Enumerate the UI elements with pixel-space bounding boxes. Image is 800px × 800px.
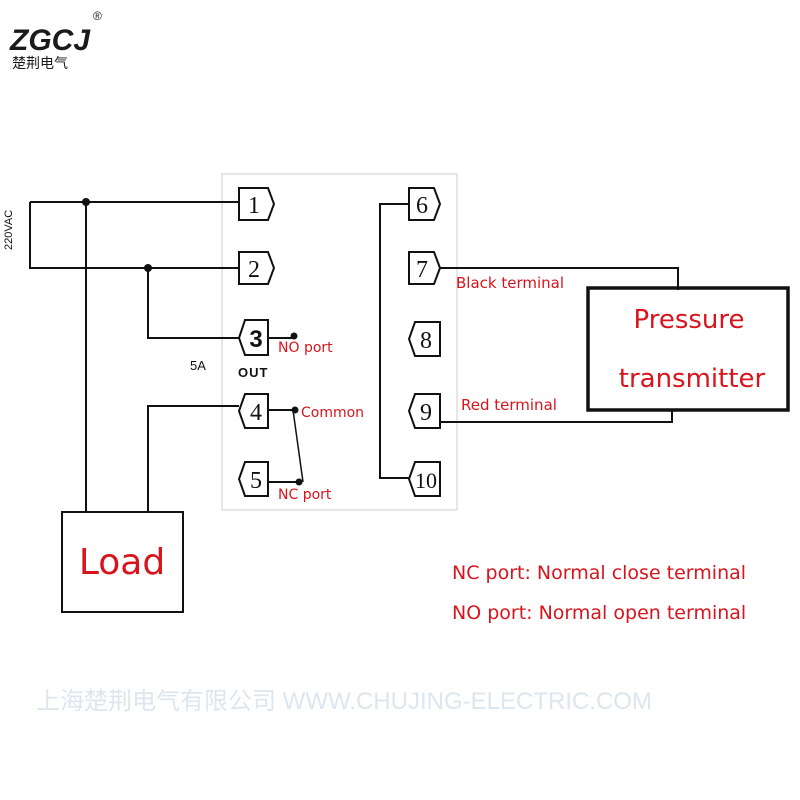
terminal-9-label: 9 [420,400,432,426]
watermark: 上海楚荆电气有限公司 WWW.CHUJING-ELECTRIC.COM [36,688,652,715]
common-load-wire [147,405,239,512]
terminal-1 [238,187,276,221]
legend-no: NO port: Normal open terminal [452,602,746,624]
black-terminal-wire [440,267,679,290]
left-terminals [237,187,276,497]
supply-voltage-label: 220VAC [3,210,15,250]
terminal-3 [237,319,269,356]
wires [29,201,790,613]
nc-port-label: NC port [278,487,332,503]
black-terminal-label: Black terminal [456,274,564,292]
switch-arm [292,409,304,483]
terminal-2-label: 2 [248,257,260,283]
junctions [82,198,303,486]
terminal-5 [237,461,269,497]
terminal-8 [407,321,441,357]
logo-subtitle: 楚荆电气 [12,56,68,72]
right-terminals [407,187,442,497]
terminal-5-label: 5 [250,468,262,494]
load-box [61,511,184,613]
jumper-wire-6-10 [379,203,409,479]
logo: ZGCJ ® 楚荆电气 [9,9,102,72]
logo-brand: ZGCJ [9,24,91,57]
red-terminal-label: Red terminal [461,396,557,414]
terminal-6 [408,187,442,221]
pressure-transmitter-line2: transmitter [619,364,766,394]
terminal-numbers: 1 2 3 4 5 6 7 8 9 10 [248,193,437,494]
jumper-wire-2-3 [147,268,239,339]
logo-registered-mark: ® [93,9,102,23]
supply-wire-bottom [29,202,239,269]
out-label: OUT [238,365,268,380]
terminal-9 [407,393,441,429]
no-port-label: NO port [278,340,333,356]
terminal-7-label: 7 [416,257,428,283]
junction-dot [82,198,90,206]
pressure-transmitter-line1: Pressure [633,305,744,335]
port-labels: NO port Common NC port Black terminal Re… [278,274,564,503]
terminal-3-label: 3 [249,326,262,353]
pressure-transmitter-text: Pressure transmitter [619,305,766,394]
common-label: Common [301,405,364,421]
pressure-transmitter-box [586,286,790,412]
legend: NC port: Normal close terminal NO port: … [452,562,746,624]
legend-nc: NC port: Normal close terminal [452,562,746,584]
load-label: Load [79,542,165,583]
terminal-1-label: 1 [248,193,260,219]
terminal-2 [238,251,276,285]
junction-dot [295,478,303,486]
terminal-10 [407,461,441,497]
terminal-4 [237,393,269,429]
terminal-6-label: 6 [416,193,428,219]
junction-dot [144,264,152,272]
terminal-4-label: 4 [250,400,262,426]
junction-dot [291,406,299,414]
red-terminal-wire [440,410,673,423]
terminal-10-label: 10 [415,468,437,493]
terminal-8-label: 8 [420,328,432,354]
relay-body [221,173,458,511]
terminal-7 [408,251,442,285]
junction-dot [290,332,298,340]
current-rating-label: 5A [190,358,206,373]
